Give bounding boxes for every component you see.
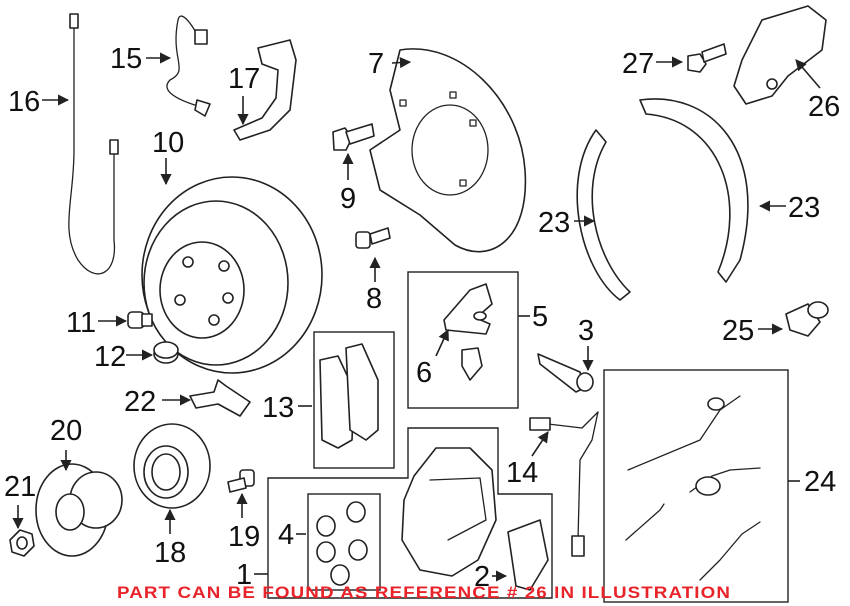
leader-lines	[12, 52, 821, 582]
hardware-kit-part-24	[625, 395, 761, 581]
callout-17: 17	[228, 63, 260, 95]
sensor-part-26	[733, 5, 827, 105]
bracket-part-17	[233, 39, 297, 141]
callout-2: 2	[474, 561, 490, 593]
bushing-part-12	[153, 341, 179, 364]
callout-21: 21	[4, 471, 36, 503]
callout-3: 3	[578, 315, 594, 347]
parking-shoe-part-23	[576, 98, 749, 301]
dust-shield-part-7	[369, 48, 527, 253]
wear-sensor-part-14	[529, 411, 599, 557]
callout-15: 15	[110, 43, 142, 75]
callout-19: 19	[228, 521, 260, 553]
callout-11: 11	[66, 307, 96, 339]
bearing-part-18	[133, 423, 211, 509]
callout-20: 20	[50, 415, 82, 447]
callout-4: 4	[278, 519, 294, 551]
pin-part-3	[537, 353, 594, 393]
callout-5: 5	[532, 301, 548, 333]
bolt-part-11	[127, 311, 153, 329]
callout-22: 22	[124, 386, 156, 418]
guide-part-6	[443, 283, 493, 381]
nut-part-21	[9, 529, 35, 557]
callout-12: 12	[94, 341, 126, 373]
callout-labels: 16 15 17 10 7 9 8 11 12 22 5 6 3 14 13 2…	[4, 43, 840, 593]
bolt-part-19	[227, 469, 255, 493]
part-25	[785, 301, 829, 337]
callout-24: 24	[804, 466, 836, 498]
brake-rotor-part-10	[141, 176, 323, 374]
callout-23-right: 23	[788, 192, 820, 224]
callout-26: 26	[808, 91, 840, 123]
callout-25: 25	[722, 315, 754, 347]
brake-pads-part-13	[319, 343, 379, 449]
callout-18: 18	[154, 537, 186, 569]
clip-part-22	[189, 379, 251, 417]
wheel-hub-part-20	[35, 463, 123, 557]
bolt-part-27	[687, 43, 727, 73]
callout-23-left: 23	[538, 207, 570, 239]
reference-note: PART CAN BE FOUND AS REFERENCE # 26 IN I…	[117, 583, 731, 602]
callout-13: 13	[262, 392, 294, 424]
callout-14: 14	[506, 457, 538, 489]
callout-16: 16	[8, 86, 40, 118]
callout-1: 1	[236, 559, 252, 591]
callout-9: 9	[340, 183, 356, 215]
brake-line-part-15	[166, 15, 211, 117]
callout-27: 27	[622, 48, 654, 80]
callout-8: 8	[366, 283, 382, 315]
callout-6: 6	[416, 357, 432, 389]
clip-part-2	[507, 519, 549, 591]
bolt-part-8	[355, 227, 391, 249]
bolt-part-9	[332, 123, 375, 151]
caliper-part-1	[401, 447, 497, 577]
callout-10: 10	[152, 127, 184, 159]
callout-7: 7	[368, 48, 384, 80]
brake-hose-part-16	[68, 13, 119, 275]
piston-seals-part-4	[316, 501, 368, 586]
